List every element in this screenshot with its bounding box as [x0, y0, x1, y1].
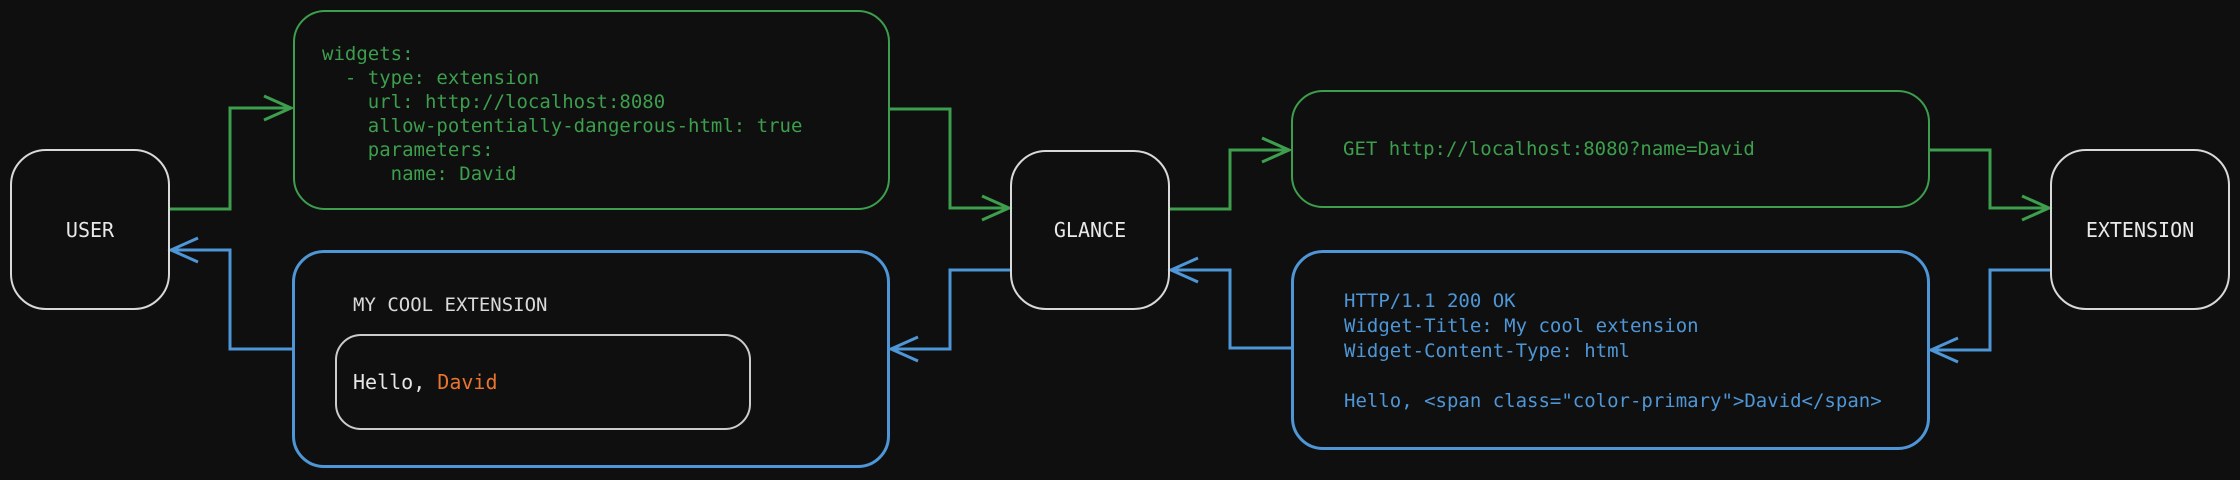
config-line-6: name: David: [322, 163, 517, 185]
flow-response-to-glance-line: [1173, 268, 1291, 350]
request-line: GET http://localhost:8080?name=David: [1343, 138, 1755, 160]
http-response-box: HTTP/1.1 200 OK Widget-Title: My cool ex…: [1291, 250, 1930, 450]
flow-config-to-glance-line: [890, 107, 1007, 210]
response-line-2: Widget-Title: My cool extension: [1344, 315, 1699, 337]
flow-glance-to-widget-line: [893, 268, 1010, 351]
response-line-3: Widget-Content-Type: html: [1344, 340, 1630, 362]
node-glance-label: GLANCE: [1053, 218, 1127, 242]
response-line-5: Hello, <span class="color-primary">David…: [1344, 390, 1882, 412]
arrowhead-into-glance-right-icon: [1167, 256, 1199, 284]
arrowhead-into-widget-icon: [887, 335, 919, 363]
node-extension-label: EXTENSION: [2085, 217, 2195, 242]
flow-widget-to-user-line: [173, 248, 292, 351]
widget-title: MY COOL EXTENSION: [353, 294, 548, 316]
http-request-box: GET http://localhost:8080?name=David: [1291, 90, 1930, 208]
arrowhead-into-request-icon: [1261, 136, 1293, 164]
node-glance: GLANCE: [1010, 150, 1170, 310]
config-line-3: url: http://localhost:8080: [322, 91, 666, 113]
arrowhead-into-glance-icon: [981, 194, 1013, 222]
config-line-1: widgets:: [322, 43, 414, 65]
arrowhead-into-config-icon: [263, 94, 295, 122]
flow-user-to-config-line: [170, 106, 289, 211]
node-user: USER: [10, 149, 170, 310]
greeting-name: David: [437, 370, 498, 394]
widget-preview-box: MY COOL EXTENSION Hello, David: [292, 250, 890, 468]
config-line-2: - type: extension: [322, 67, 540, 89]
config-yaml-box: widgets: - type: extension url: http://l…: [293, 10, 890, 210]
config-line-5: parameters:: [322, 139, 494, 161]
greeting-text: Hello,: [353, 370, 438, 394]
config-line-4: allow-potentially-dangerous-html: true: [322, 115, 803, 137]
flow-request-to-extension-line: [1930, 148, 2047, 210]
arrowhead-into-user-icon: [167, 236, 199, 264]
arrowhead-into-response-icon: [1927, 336, 1959, 364]
node-extension: EXTENSION: [2050, 149, 2230, 310]
response-line-1: HTTP/1.1 200 OK: [1344, 290, 1516, 312]
flow-extension-to-response-line: [1933, 268, 2050, 352]
flow-glance-to-request-line: [1170, 148, 1287, 211]
widget-content-box: Hello, David: [335, 334, 751, 430]
response-line-4: [1344, 364, 1927, 389]
arrowhead-into-extension-icon: [2021, 194, 2053, 222]
node-user-label: USER: [65, 217, 115, 242]
